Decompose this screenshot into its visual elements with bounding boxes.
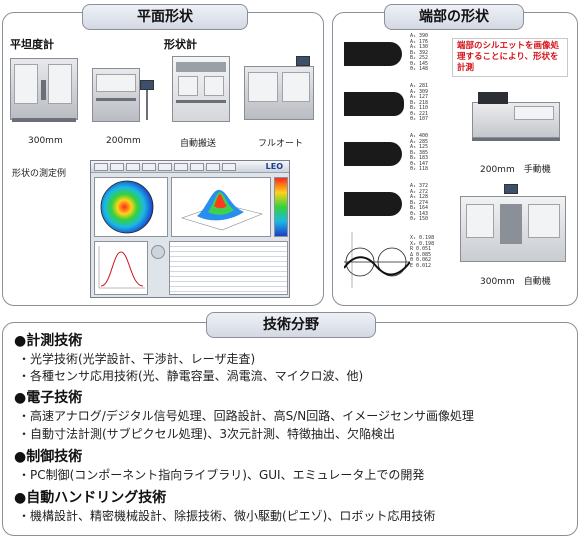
edge-machine-300mm-image <box>456 180 572 266</box>
edge-machine-200mm-image <box>458 76 570 152</box>
edge-shape-title: 端部の形状 <box>384 4 524 30</box>
machine-full-auto-image <box>242 52 318 126</box>
machine-200mm-caption: 200mm <box>106 136 141 146</box>
control-item-pc-control: ・PC制御(コンポーネント指向ライブラリ)、GUI、エミュレータ上での開発 <box>18 468 425 482</box>
technology-fields-panel <box>2 322 578 536</box>
edge-machine-300mm-caption: 300mm 自動機 <box>480 277 551 287</box>
section-heading-control: ●制御技術 <box>14 449 83 465</box>
machine-300mm-caption: 300mm <box>28 136 63 146</box>
leo-logo: LEO <box>265 162 283 171</box>
measurement-software-screenshot: LEO <box>90 160 290 298</box>
machine-auto-transfer-image <box>164 52 238 126</box>
edge-machine-200mm-caption: 200mm 手動機 <box>480 165 551 175</box>
measurement-data-table <box>169 241 288 295</box>
surface-3d-plot <box>171 177 271 237</box>
machine-200mm-image <box>86 52 160 126</box>
machine-auto-transfer-caption: 自動搬送 <box>180 139 217 149</box>
wafer-contour-map <box>94 177 168 237</box>
measurement-example-label: 形状の測定例 <box>12 169 67 179</box>
section-heading-electronics: ●電子技術 <box>14 390 83 406</box>
electronics-item-dimension-measurement: ・自動寸法計測(サブピクセル処理)、3次元計測、特徴抽出、欠陥検出 <box>18 427 396 441</box>
section-heading-automatic-handling: ●自動ハンドリング技術 <box>14 490 167 506</box>
edge-shape-note: 端部のシルエットを画像処理することにより、形状を計測 <box>452 38 568 77</box>
machine-full-auto-caption: フルオート <box>258 139 304 149</box>
machine-300mm-image <box>8 52 82 126</box>
flatness-meter-label: 平坦度計 <box>10 38 54 51</box>
technology-fields-title: 技術分野 <box>206 312 376 338</box>
handling-item-mechanism-design: ・機構設計、精密機械設計、除振技術、微小駆動(ピエゾ)、ロボット応用技術 <box>18 509 436 523</box>
planar-shape-title: 平面形状 <box>82 4 248 30</box>
shape-meter-label: 形状計 <box>164 38 197 51</box>
color-scale-legend <box>274 177 288 237</box>
software-toolbar: LEO <box>91 161 289 173</box>
section-heading-measurement: ●計測技術 <box>14 333 83 349</box>
measurement-item-sensor: ・各種センサ応用技術(光、静電容量、渦電流、マイクロ波、他) <box>18 369 364 383</box>
dial-icon <box>151 245 165 259</box>
profile-line-graph <box>94 241 148 295</box>
measurement-item-optical: ・光学技術(光学設計、干渉計、レーザ走査) <box>18 352 256 366</box>
electronics-item-signal-processing: ・高速アナログ/デジタル信号処理、回路設計、高S/N回路、イメージセンサ画像処理 <box>18 409 474 423</box>
